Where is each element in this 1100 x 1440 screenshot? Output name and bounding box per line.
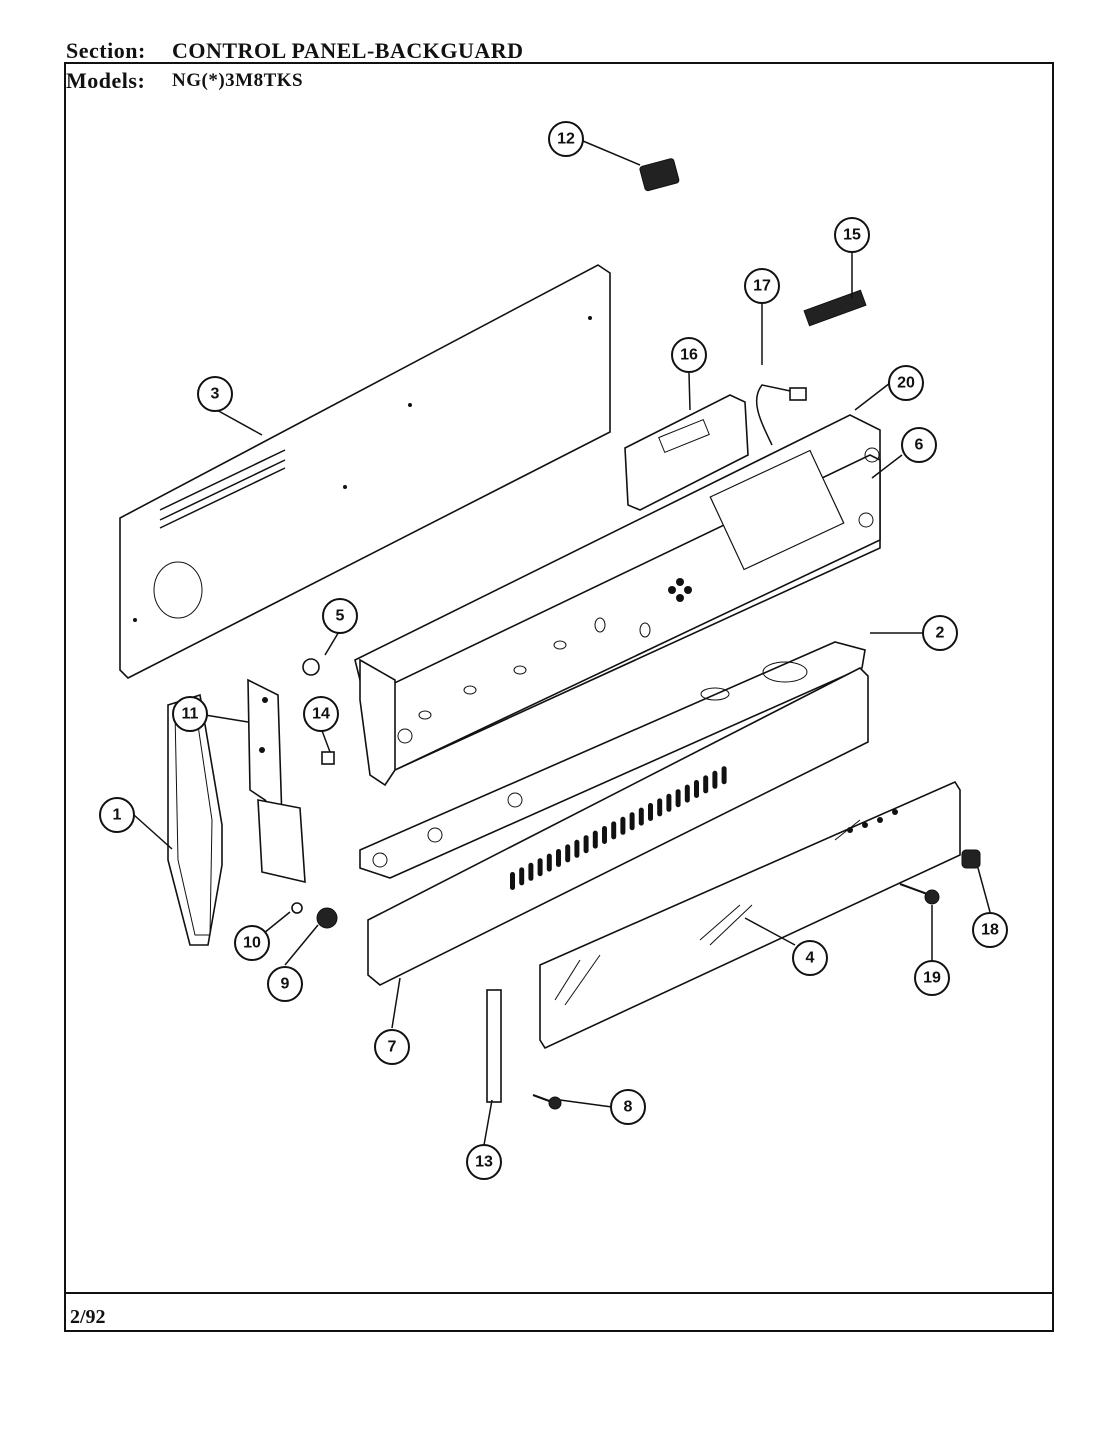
callout-10: 10 — [234, 925, 270, 961]
vent-slot — [712, 770, 718, 789]
vent-slot — [565, 844, 571, 863]
svg-text:11: 11 — [182, 706, 199, 723]
callout-15: 15 — [834, 217, 870, 253]
vent-slot — [648, 803, 653, 821]
part-11-side-bracket — [247, 678, 306, 884]
part-7-vent-trim — [367, 667, 869, 986]
part-16-electronic-control — [624, 394, 749, 511]
svg-text:13: 13 — [475, 1154, 493, 1171]
svg-text:19: 19 — [923, 970, 941, 987]
callout-1: 1 — [99, 797, 135, 833]
section-title: CONTROL PANEL-BACKGUARD — [172, 38, 524, 63]
callout-11: 11 — [172, 696, 208, 732]
leader-lines — [133, 140, 991, 1146]
svg-text:6: 6 — [915, 437, 924, 454]
part-9-knob — [316, 907, 338, 929]
section-label: Section: — [66, 38, 146, 63]
vent-slot — [703, 775, 709, 794]
callout-17: 17 — [744, 268, 780, 304]
svg-text:10: 10 — [243, 935, 261, 952]
vent-slot — [675, 789, 681, 808]
svg-text:7: 7 — [388, 1039, 397, 1056]
callout-6: 6 — [901, 427, 937, 463]
vent-slot — [528, 862, 534, 881]
vent-slot — [629, 812, 635, 831]
svg-text:15: 15 — [843, 227, 861, 244]
callout-20: 20 — [888, 365, 924, 401]
svg-text:9: 9 — [281, 976, 290, 993]
revision-date: 2/92 — [70, 1306, 106, 1328]
part-13-strip — [486, 989, 502, 1103]
part-8-screw — [532, 1094, 562, 1110]
models-label: Models: — [66, 68, 146, 93]
vent-slot — [721, 766, 727, 785]
vent-slot — [556, 849, 561, 867]
vent-slot — [611, 821, 617, 840]
callout-18: 18 — [972, 912, 1008, 948]
svg-text:2: 2 — [936, 625, 945, 642]
part-3-rear-panel — [119, 264, 611, 679]
part-5-nut — [302, 658, 320, 676]
svg-text:1: 1 — [113, 807, 122, 824]
vent-slot — [574, 839, 580, 858]
svg-text:18: 18 — [981, 922, 999, 939]
svg-text:17: 17 — [753, 278, 771, 295]
vent-slot — [666, 793, 672, 812]
vent-slot — [592, 830, 598, 849]
callout-9: 9 — [267, 966, 303, 1002]
part-15-terminal-block — [803, 289, 867, 327]
svg-text:12: 12 — [557, 131, 575, 148]
callout-8: 8 — [610, 1089, 646, 1125]
part-12-clip — [639, 158, 680, 192]
vent-slot — [510, 872, 515, 890]
callout-2: 2 — [922, 615, 958, 651]
callout-5: 5 — [322, 598, 358, 634]
vent-slot — [657, 798, 663, 817]
vent-slot — [620, 816, 626, 835]
part-1-end-cap — [167, 693, 223, 946]
vent-slot — [519, 867, 525, 886]
svg-text:8: 8 — [624, 1099, 633, 1116]
callout-14: 14 — [303, 696, 339, 732]
callout-4: 4 — [792, 940, 828, 976]
svg-text:3: 3 — [211, 386, 220, 403]
footer-divider — [64, 1292, 1054, 1294]
vent-slot — [546, 853, 552, 872]
callout-3: 3 — [197, 376, 233, 412]
vent-slot — [583, 835, 589, 854]
part-2-lower-bracket — [359, 641, 866, 879]
part-14-screw — [321, 751, 335, 765]
callout-13: 13 — [466, 1144, 502, 1180]
vent-slot — [602, 826, 607, 844]
svg-text:5: 5 — [336, 608, 345, 625]
callout-16: 16 — [671, 337, 707, 373]
vent-slot — [684, 784, 690, 803]
part-18-knob — [961, 849, 981, 869]
svg-text:4: 4 — [806, 950, 815, 967]
part-17-wire-harness — [755, 384, 807, 446]
callout-12: 12 — [548, 121, 584, 157]
vent-slot — [638, 807, 644, 826]
svg-text:16: 16 — [680, 347, 698, 364]
part-6-control-housing — [354, 414, 881, 787]
part-10-washer — [291, 902, 303, 914]
vent-slot — [694, 780, 699, 798]
svg-text:20: 20 — [897, 375, 915, 392]
callout-19: 19 — [914, 960, 950, 996]
part-4-glass-panel — [539, 780, 961, 1050]
callout-7: 7 — [374, 1029, 410, 1065]
diagram-frame — [64, 62, 1054, 1332]
vent-slot — [537, 858, 543, 877]
models-value: NG(*)3M8TKS — [172, 70, 304, 91]
svg-text:14: 14 — [312, 706, 330, 723]
part-19-screw — [899, 883, 940, 905]
